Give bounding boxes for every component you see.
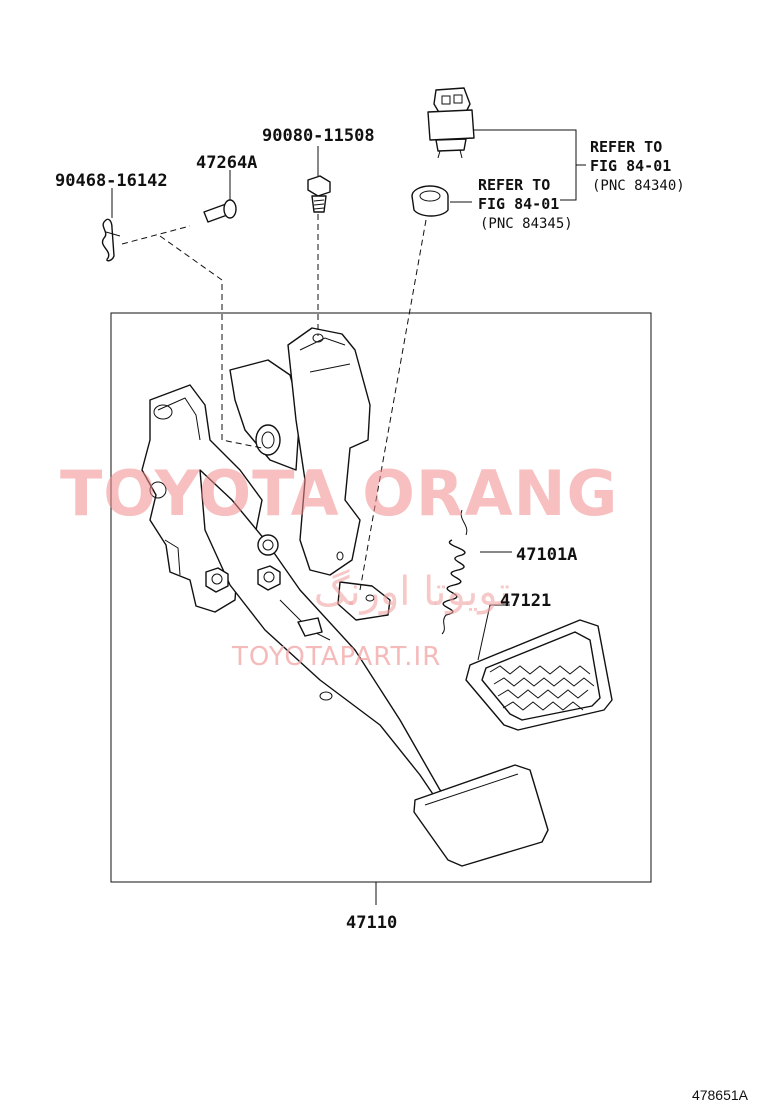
assembly-frame [110,312,652,883]
cushion-part [411,185,449,217]
callout-pin: 47264A [196,153,257,173]
dash-cushion [359,219,427,591]
pedal-pad [465,619,613,731]
callout-pedal-assy: 47110 [346,913,397,933]
refer-cushion-line1: REFER TO [478,176,550,194]
refer-switch-line1: REFER TO [590,138,662,156]
bolt-part [307,175,331,213]
callout-spring: 47101A [516,545,577,565]
figure-id: 478651A [692,1087,749,1103]
bracket-nut-left [205,567,229,593]
pedal-foot-plate [413,764,549,867]
refer-cushion-line3: (PNC 84345) [480,216,573,232]
return-spring [441,509,468,635]
watermark-persian: تویوتا اورنگ [314,569,510,615]
refer-switch-line3: (PNC 84340) [592,178,685,194]
callout-bolt: 90080-11508 [262,126,375,146]
bracket-nut-right [257,565,281,591]
watermark-sub: TOYOTAPART.IR [231,642,441,672]
stop-lamp-switch [427,87,475,159]
stopper-plate [337,581,391,621]
refer-switch-line2: FIG 84-01 [590,157,671,175]
refer-cushion-line2: FIG 84-01 [478,195,559,213]
dash-pin-clip [121,225,263,449]
watermark-main: TOYOTA ORANG [60,457,618,530]
callout-clip: 90468-16142 [55,171,168,191]
pad-tread-pattern [489,665,595,711]
pin-part [203,199,237,223]
clip-part [101,218,121,262]
callout-pad: 47121 [500,591,551,611]
leader-pad [477,604,510,661]
leader-switch [474,129,586,201]
switch-mount-block [287,327,371,576]
